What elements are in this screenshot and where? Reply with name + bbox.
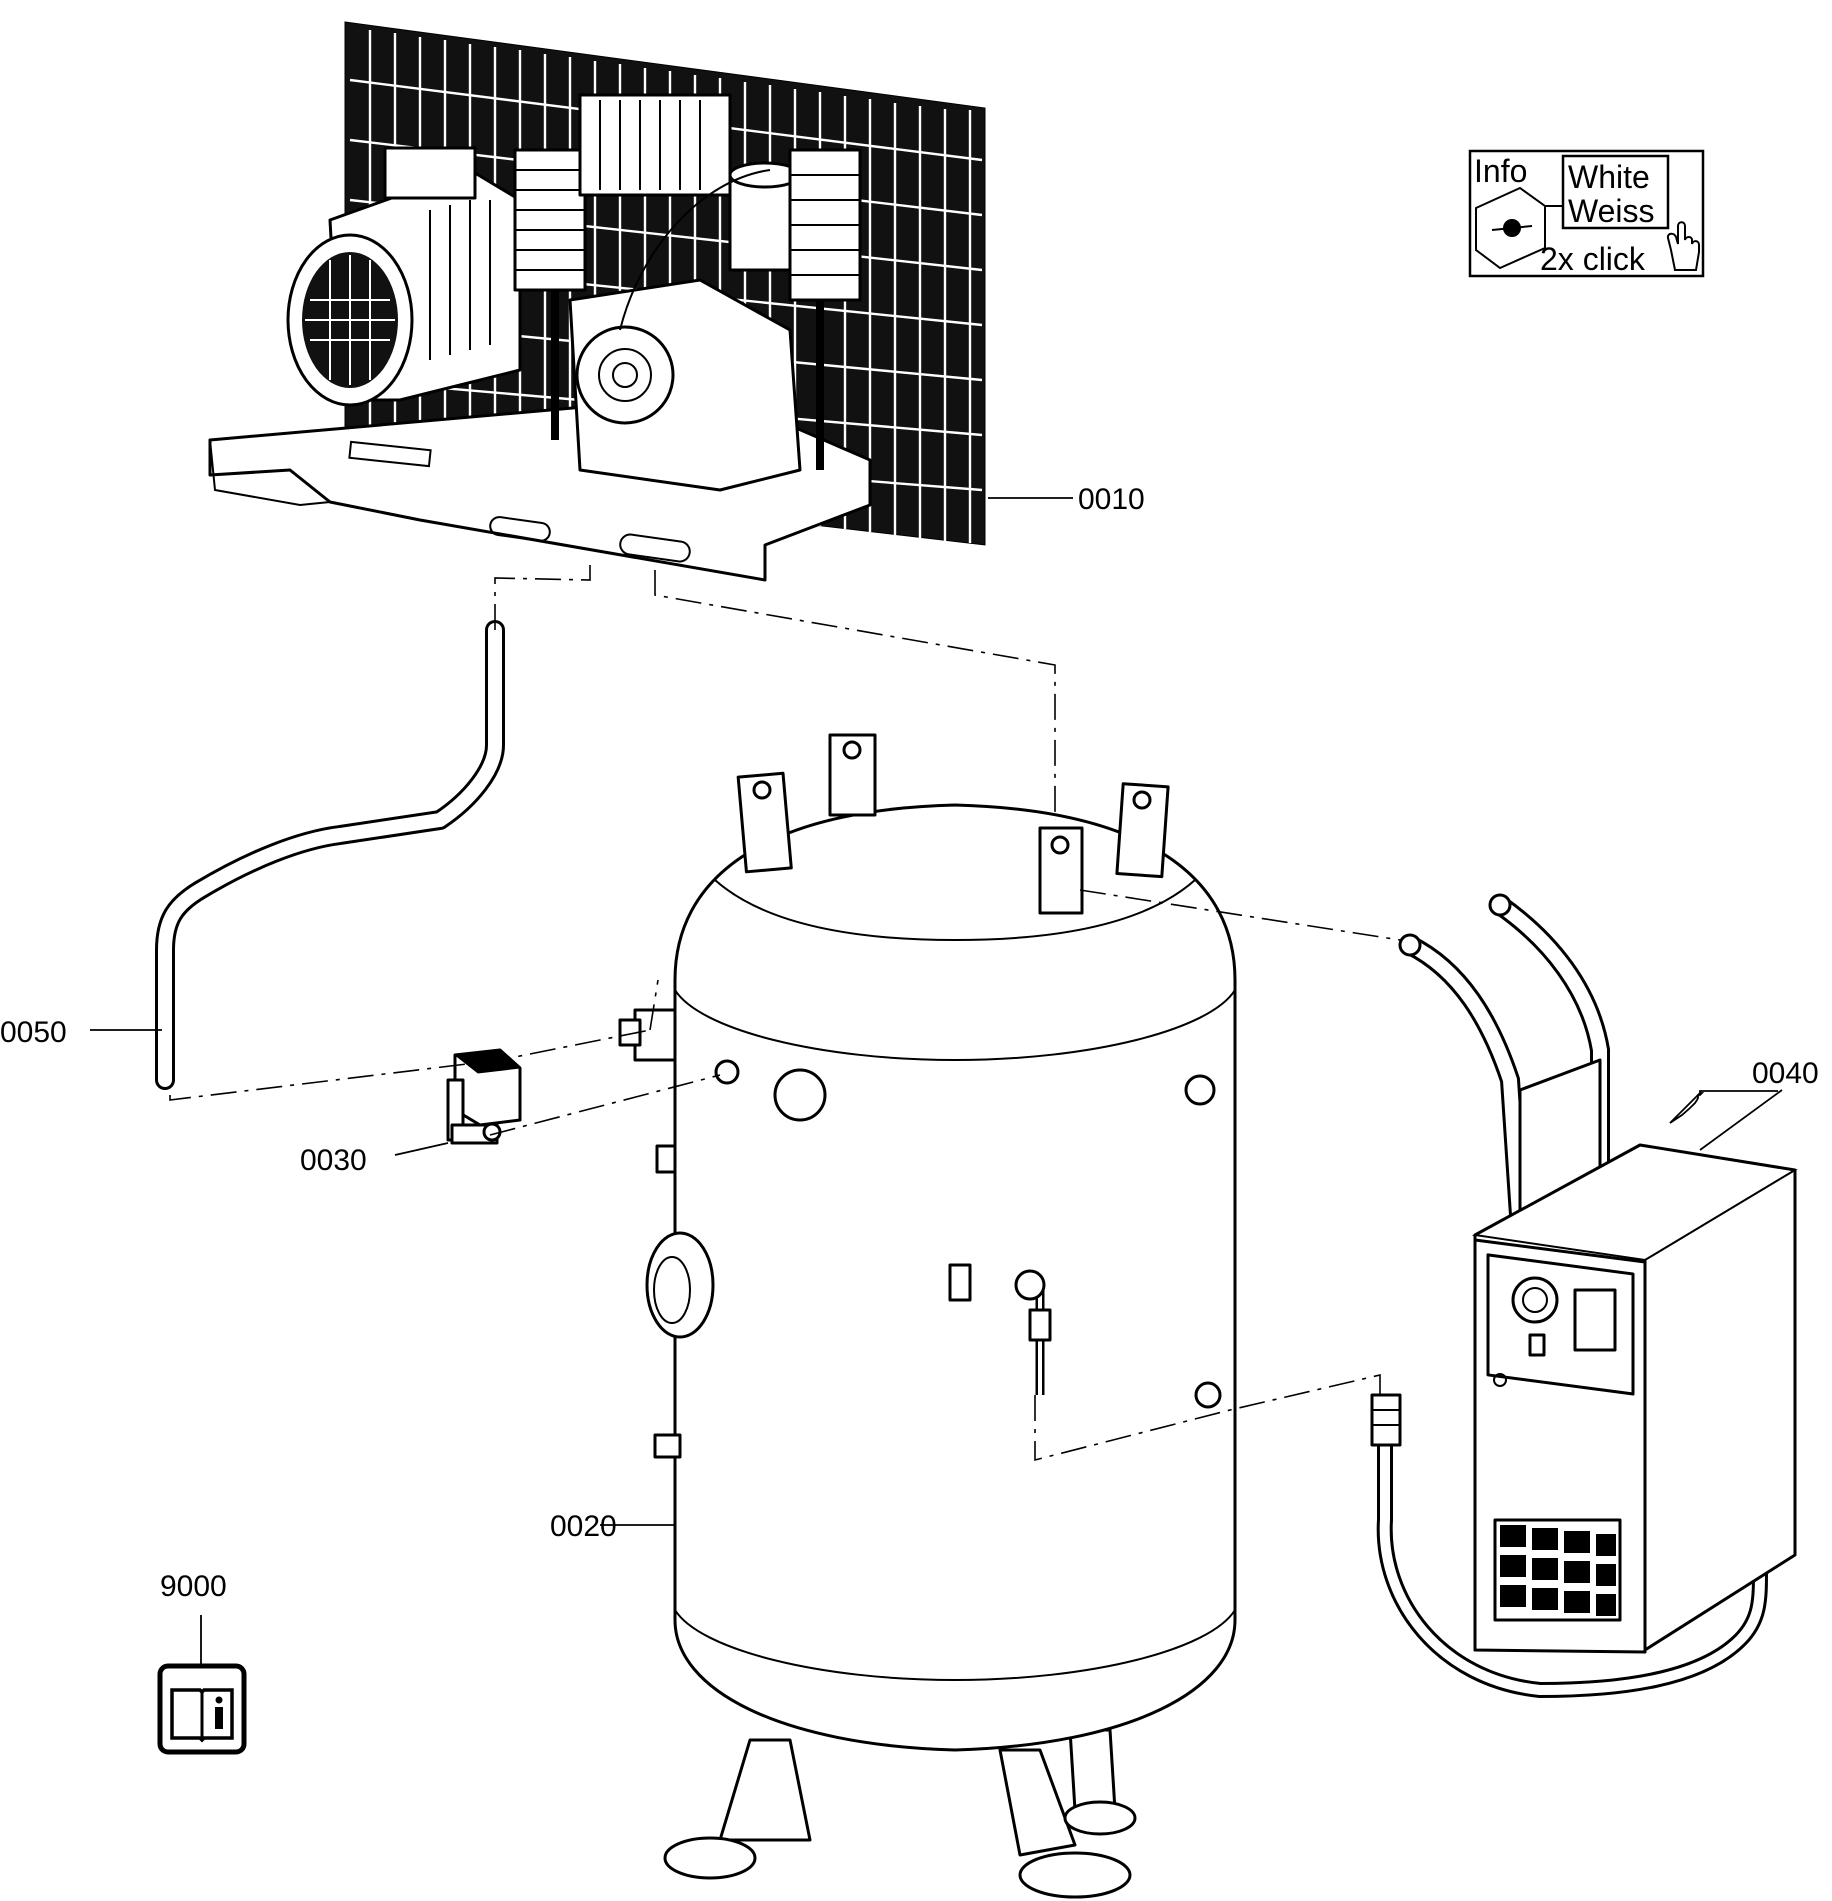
dryer-vent-grill — [1493, 1518, 1622, 1622]
color-switch-icon — [1475, 186, 1546, 270]
callout-0050: 0050 — [0, 1016, 67, 1049]
manual-book-info-icon[interactable] — [157, 1663, 247, 1755]
air-receiver-tank-0020[interactable] — [618, 733, 1237, 1899]
assembly-lines — [169, 565, 1401, 1462]
tank-leg-back — [1068, 1728, 1117, 1812]
white-label: White — [1568, 159, 1650, 195]
tank-leg-left — [718, 1738, 812, 1842]
pressure-gauge — [1511, 1276, 1559, 1324]
leader-lines — [90, 497, 1783, 1666]
tank-leg-right — [998, 1748, 1077, 1857]
pipe-0050[interactable] — [155, 620, 505, 1090]
hand-pointer-icon — [1666, 221, 1700, 271]
double-click-label: 2x click — [1540, 241, 1646, 277]
weiss-label: Weiss — [1568, 193, 1655, 229]
callout-0030: 0030 — [300, 1144, 367, 1177]
pressure-switch-0030[interactable] — [446, 1048, 522, 1145]
electric-motor — [286, 146, 522, 407]
compressor-pump — [513, 93, 862, 492]
info-box[interactable]: Info White Weiss 2x click — [1468, 149, 1705, 278]
refrigeration-dryer-0040[interactable] — [1370, 893, 1798, 1699]
callout-9000: 9000 — [160, 1570, 227, 1603]
callout-0040: 0040 — [1752, 1057, 1819, 1090]
info-label: Info — [1474, 153, 1527, 189]
callout-0010: 0010 — [1078, 483, 1145, 516]
callout-0020: 0020 — [550, 1510, 617, 1543]
compressor-unit-0010[interactable] — [208, 21, 986, 582]
